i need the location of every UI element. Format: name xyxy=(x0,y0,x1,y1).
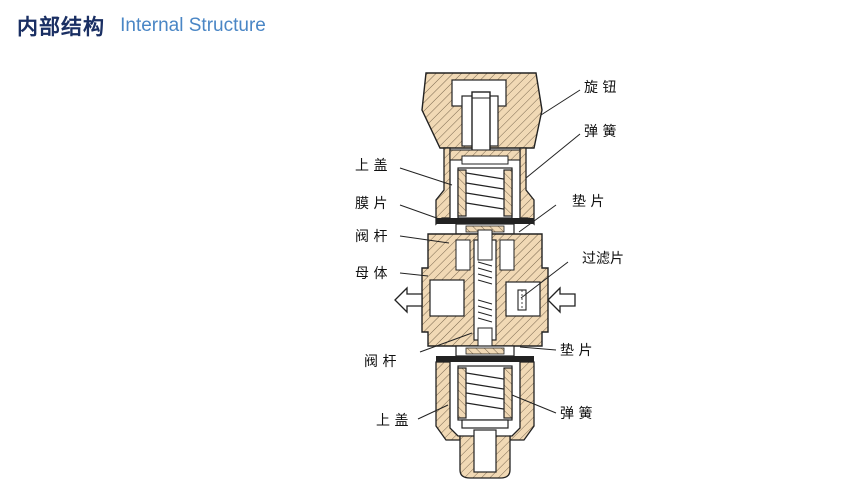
page-header: 内部结构 Internal Structure xyxy=(17,11,266,41)
label-body: 母 体 xyxy=(355,266,387,282)
label-filter: 过滤片 xyxy=(582,251,624,267)
label-spring-top: 弹 簧 xyxy=(584,124,616,140)
label-spring-bottom: 弹 簧 xyxy=(560,406,592,422)
leader-lines xyxy=(399,89,581,420)
label-gasket-top: 垫 片 xyxy=(572,194,604,210)
label-knob: 旋 钮 xyxy=(584,80,616,96)
upper-cover-top xyxy=(435,147,535,226)
label-gasket-bottom: 垫 片 xyxy=(560,343,592,359)
inlet-arrow-icon xyxy=(547,286,576,314)
label-upper-cover-bottom: 上 盖 xyxy=(376,413,408,429)
page-title-english: Internal Structure xyxy=(120,15,266,36)
spring-bottom xyxy=(457,365,513,429)
label-valve-stem-bottom: 阀 杆 xyxy=(364,354,396,370)
upper-cover-bottom xyxy=(435,361,535,441)
label-upper-cover-top: 上 盖 xyxy=(355,158,387,174)
spring-top xyxy=(457,167,513,219)
label-diaphragm: 膜 片 xyxy=(355,196,387,212)
filter xyxy=(517,289,527,311)
page-title-chinese: 内部结构 xyxy=(17,15,105,39)
knob xyxy=(421,72,543,155)
valve-body xyxy=(421,233,549,347)
gasket-bottom xyxy=(436,345,534,362)
valve-stem-top xyxy=(477,229,493,285)
bottom-plug xyxy=(459,429,511,479)
label-valve-stem-top: 阀 杆 xyxy=(355,229,387,245)
outlet-arrow-icon xyxy=(394,286,423,314)
